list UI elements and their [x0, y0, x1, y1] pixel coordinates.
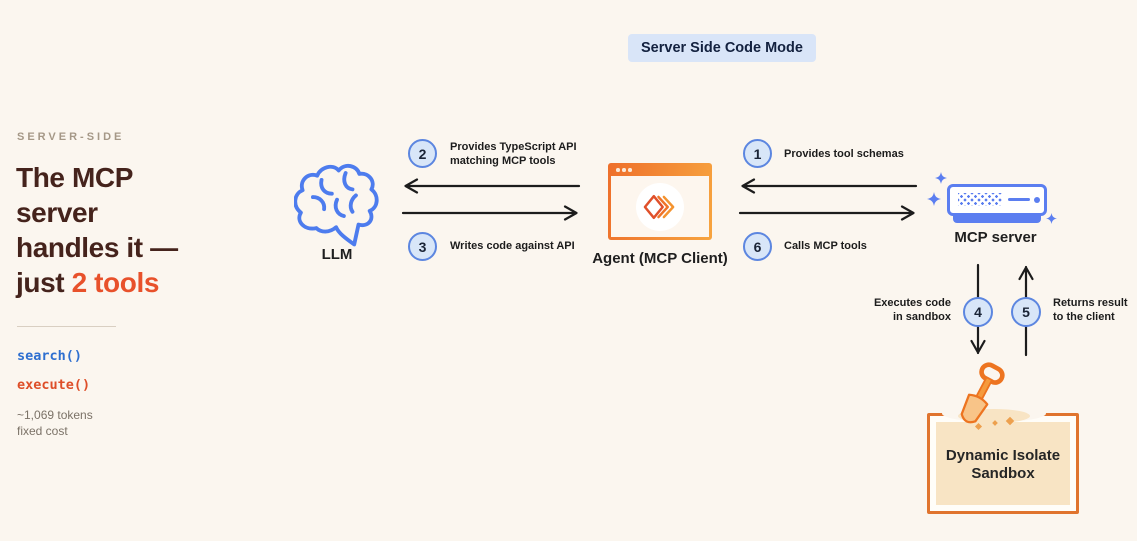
step-circle-1: 1 — [743, 139, 772, 168]
arrow-llm-to-agent — [401, 205, 578, 221]
step-label-6: Calls MCP tools — [784, 240, 867, 252]
step-circle-5: 5 — [1011, 297, 1041, 327]
server-node-label: MCP server — [954, 229, 1037, 246]
arrow-agent-to-llm — [404, 178, 581, 194]
token-cost-note: ~1,069 tokens fixed cost — [17, 408, 93, 438]
sandbox-box — [927, 413, 1079, 514]
llm-node-label: LLM — [321, 246, 353, 263]
step-label-3: Writes code against API — [450, 240, 575, 252]
server-slot — [1008, 198, 1030, 201]
server-icon — [947, 184, 1047, 216]
page-title-line4: just 2 tools — [16, 267, 160, 298]
sandbox-node-label: Dynamic Isolate Sandbox — [927, 447, 1079, 483]
step-circle-3: 3 — [408, 232, 437, 261]
window-dot-icon — [622, 168, 626, 172]
execute-tool-label: execute() — [17, 377, 91, 393]
server-led — [1034, 196, 1040, 203]
browser-window-icon — [608, 163, 712, 240]
step-label-1: Provides tool schemas — [784, 148, 904, 160]
agent-node-label: Agent (MCP Client) — [592, 250, 728, 267]
mode-badge: Server Side Code Mode — [628, 34, 816, 62]
window-dot-icon — [628, 168, 632, 172]
sandbox-label-line2: Sandbox — [971, 465, 1035, 482]
step-label-4: Executes code in sandbox — [873, 297, 951, 323]
divider — [17, 326, 116, 327]
step-circle-4: 4 — [963, 297, 993, 327]
brain-icon — [294, 163, 379, 247]
browser-window-body — [611, 168, 709, 237]
page-title-line3: handles it — — [16, 232, 178, 263]
sandbox-sand-fill — [936, 422, 1070, 505]
step-label-2: Provides TypeScript API matching MCP too… — [450, 141, 577, 167]
arrow-agent-to-server — [738, 205, 915, 221]
eyebrow-label: SERVER-SIDE — [17, 131, 125, 143]
page-title-accent: 2 tools — [71, 267, 160, 298]
mcp-logo-icon — [643, 194, 675, 219]
sparkle-icon — [1046, 213, 1057, 224]
sparkle-icon — [927, 192, 941, 206]
server-vents — [958, 193, 1002, 206]
shovel-icon — [960, 362, 1005, 424]
mcp-logo-badge — [636, 182, 684, 231]
search-tool-label: search() — [17, 348, 83, 364]
window-dot-icon — [616, 168, 620, 172]
step-circle-6: 6 — [743, 232, 772, 261]
page-title-line1: The MCP — [16, 162, 133, 193]
sparkle-icon — [935, 172, 947, 184]
step-circle-2: 2 — [408, 139, 437, 168]
arrow-server-to-agent — [741, 178, 918, 194]
sandbox-label-line1: Dynamic Isolate — [945, 447, 1061, 464]
server-base — [953, 216, 1041, 223]
page-title-line2: server — [16, 197, 98, 228]
page-title: The MCP server handles it — just 2 tools — [16, 160, 178, 300]
step-label-5: Returns result to the client — [1053, 297, 1128, 323]
